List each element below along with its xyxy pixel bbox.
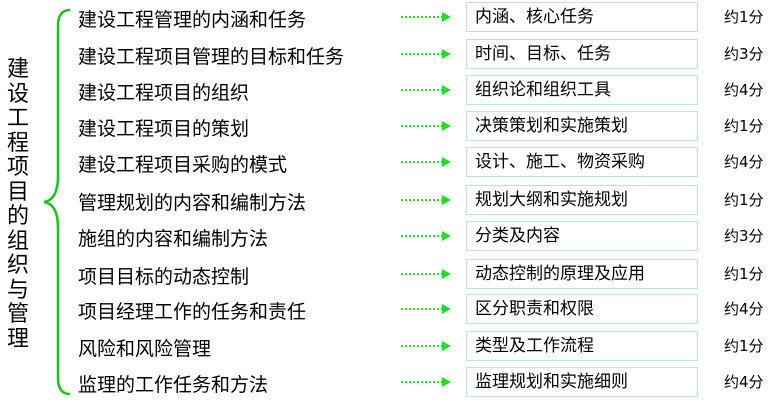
- score-label: 约1分: [724, 117, 764, 135]
- dotted-arrow-icon: [401, 85, 451, 95]
- topic-row: 监理的工作任务和方法 监理规划和实施细则 约4分: [0, 366, 778, 402]
- dotted-arrow-icon: [401, 49, 451, 59]
- topic-row: 建设工程项目的策划 决策策划和实施策划 约1分: [0, 110, 778, 146]
- topic-row: 项目目标的动态控制 动态控制的原理及应用 约1分: [0, 258, 778, 294]
- topic-description: 决策策划和实施策划: [466, 111, 698, 141]
- score-label: 约4分: [724, 81, 764, 99]
- dotted-arrow-icon: [401, 121, 451, 131]
- topic-label: 建设工程项目管理的目标和任务: [78, 46, 345, 68]
- vertical-title: 建设工程项目的组织与管理: [6, 57, 29, 352]
- topic-label: 监理的工作任务和方法: [78, 374, 269, 396]
- topic-description: 组织论和组织工具: [466, 75, 698, 105]
- topic-row: 建设工程管理的内涵和任务 内涵、核心任务 约1分: [0, 1, 778, 37]
- score-label: 约4分: [724, 153, 764, 171]
- dotted-arrow-icon: [401, 341, 451, 351]
- topic-label: 项目经理工作的任务和责任: [78, 301, 307, 323]
- topic-description: 监理规划和实施细则: [466, 367, 698, 397]
- score-label: 约1分: [724, 337, 764, 355]
- topic-row: 建设工程项目的组织 组织论和组织工具 约4分: [0, 74, 778, 110]
- topic-description: 时间、目标、任务: [466, 39, 698, 69]
- score-label: 约3分: [724, 45, 764, 63]
- score-label: 约4分: [724, 300, 764, 318]
- topic-row: 施组的内容和编制方法 分类及内容 约3分: [0, 220, 778, 256]
- topic-label: 建设工程项目采购的模式: [78, 154, 288, 176]
- score-label: 约4分: [724, 373, 764, 391]
- topic-description: 设计、施工、物资采购: [466, 147, 698, 177]
- topic-label: 项目目标的动态控制: [78, 266, 250, 288]
- topic-description: 动态控制的原理及应用: [466, 259, 698, 289]
- topic-row: 风险和风险管理 类型及工作流程 约1分: [0, 330, 778, 366]
- score-label: 约1分: [724, 8, 764, 26]
- topic-label: 建设工程项目的组织: [78, 82, 250, 104]
- dotted-arrow-icon: [401, 269, 451, 279]
- topic-row: 项目经理工作的任务和责任 区分职责和权限 约4分: [0, 293, 778, 329]
- topic-row: 建设工程项目采购的模式 设计、施工、物资采购 约4分: [0, 146, 778, 182]
- dotted-arrow-icon: [401, 304, 451, 314]
- topic-row: 管理规划的内容和编制方法 规划大纲和实施规划 约1分: [0, 184, 778, 220]
- dotted-arrow-icon: [401, 377, 451, 387]
- topic-description: 区分职责和权限: [466, 294, 698, 324]
- left-brace: [43, 8, 71, 396]
- topic-label: 建设工程项目的策划: [78, 118, 250, 140]
- topic-label: 管理规划的内容和编制方法: [78, 192, 307, 214]
- topic-description: 类型及工作流程: [466, 331, 698, 361]
- topic-description: 规划大纲和实施规划: [466, 185, 698, 215]
- dotted-arrow-icon: [401, 12, 451, 22]
- topic-label: 风险和风险管理: [78, 338, 212, 360]
- score-label: 约1分: [724, 191, 764, 209]
- dotted-arrow-icon: [401, 157, 451, 167]
- score-label: 约3分: [724, 227, 764, 245]
- score-label: 约1分: [724, 265, 764, 283]
- dotted-arrow-icon: [401, 195, 451, 205]
- topic-description: 内涵、核心任务: [466, 2, 698, 32]
- topic-label: 建设工程管理的内涵和任务: [78, 9, 307, 31]
- dotted-arrow-icon: [401, 231, 451, 241]
- topic-row: 建设工程项目管理的目标和任务 时间、目标、任务 约3分: [0, 38, 778, 74]
- topic-label: 施组的内容和编制方法: [78, 228, 269, 250]
- topic-description: 分类及内容: [466, 221, 698, 251]
